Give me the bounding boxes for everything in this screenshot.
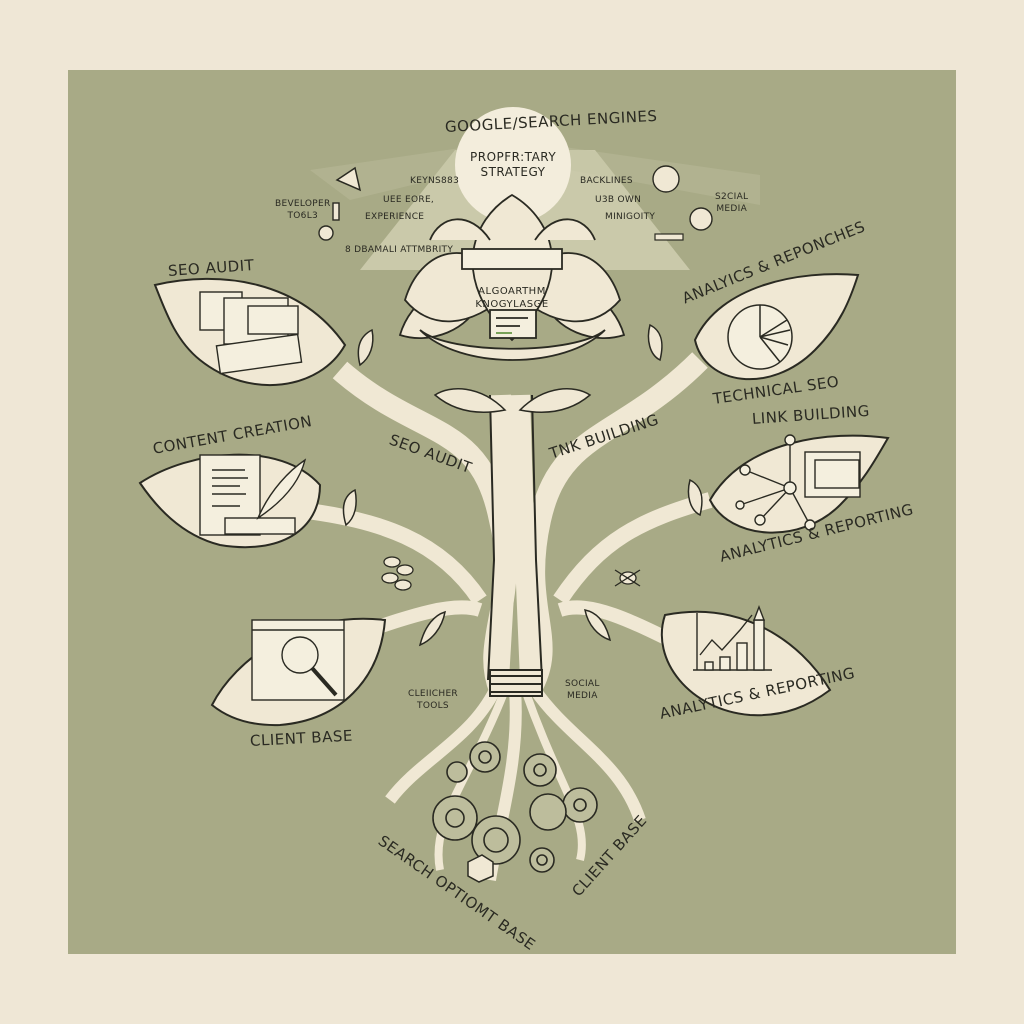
root-social-note: SOCIAL MEDIA	[565, 678, 600, 702]
bottle-icon	[332, 202, 340, 221]
brain-icon	[689, 207, 713, 231]
developer-tools-note: BEVELOPER TO6L3	[275, 198, 331, 222]
developer-tools-line2: TO6L3	[287, 211, 319, 221]
user-core-note: UEE EORE,	[383, 195, 435, 205]
box-icon	[467, 854, 494, 883]
megaphone-icon	[335, 166, 362, 192]
user-own-note: U3B OWN	[595, 195, 642, 205]
coin-icon	[318, 225, 334, 241]
social-media-note: S2CIAL MEDIA	[715, 191, 748, 215]
root-tools-line2: TOOLS	[417, 701, 449, 711]
flower-core-label: ALGOARTHM KNOGYLASGE	[470, 285, 554, 311]
keyboard-icon	[215, 333, 303, 375]
flower-core-line1: ALGOARTHM	[478, 286, 546, 297]
coins-stack-icon	[381, 556, 414, 591]
network-icon	[735, 434, 861, 531]
quill-icon	[256, 458, 307, 520]
domain-authority-note: 8 DBAMALI ATTMBRITY	[345, 245, 454, 255]
pie-chart-icon	[727, 304, 793, 370]
browser-search-icon	[251, 619, 345, 701]
root-social-line1: SOCIAL	[565, 679, 600, 689]
scroll-icon	[199, 454, 296, 536]
small-leaves	[342, 323, 703, 647]
sun-label-line1: PROPFR:TARY	[470, 150, 557, 164]
flower-core-line2: KNOGYLASGE	[475, 299, 549, 310]
battery-icon	[654, 233, 684, 241]
gears-icon	[432, 741, 598, 873]
developer-tools-line1: BEVELOPER	[275, 199, 331, 209]
backlinks-note: BACKLINES	[580, 176, 633, 186]
root-social-line2: MEDIA	[567, 691, 598, 701]
root-tools-note: CLEIICHER TOOLS	[408, 688, 458, 712]
sun-label-line2: STRATEGY	[480, 165, 546, 179]
lotus-flower	[398, 193, 626, 361]
sun-label: PROPFR:TARY STRATEGY	[470, 150, 556, 180]
experience-note: EXPERIENCE	[365, 212, 425, 222]
monitor-icon	[199, 291, 299, 345]
bar-chart-icon	[693, 605, 772, 671]
minority-note: MINIGOITY	[605, 212, 656, 222]
spider-icon	[614, 569, 641, 587]
social-media-line2: MEDIA	[716, 204, 748, 214]
compass-icon	[652, 165, 680, 193]
keywords-note: KEYNS883	[410, 176, 460, 186]
social-media-line1: S2CIAL	[715, 192, 749, 202]
root-tools-line1: CLEIICHER	[408, 689, 458, 699]
